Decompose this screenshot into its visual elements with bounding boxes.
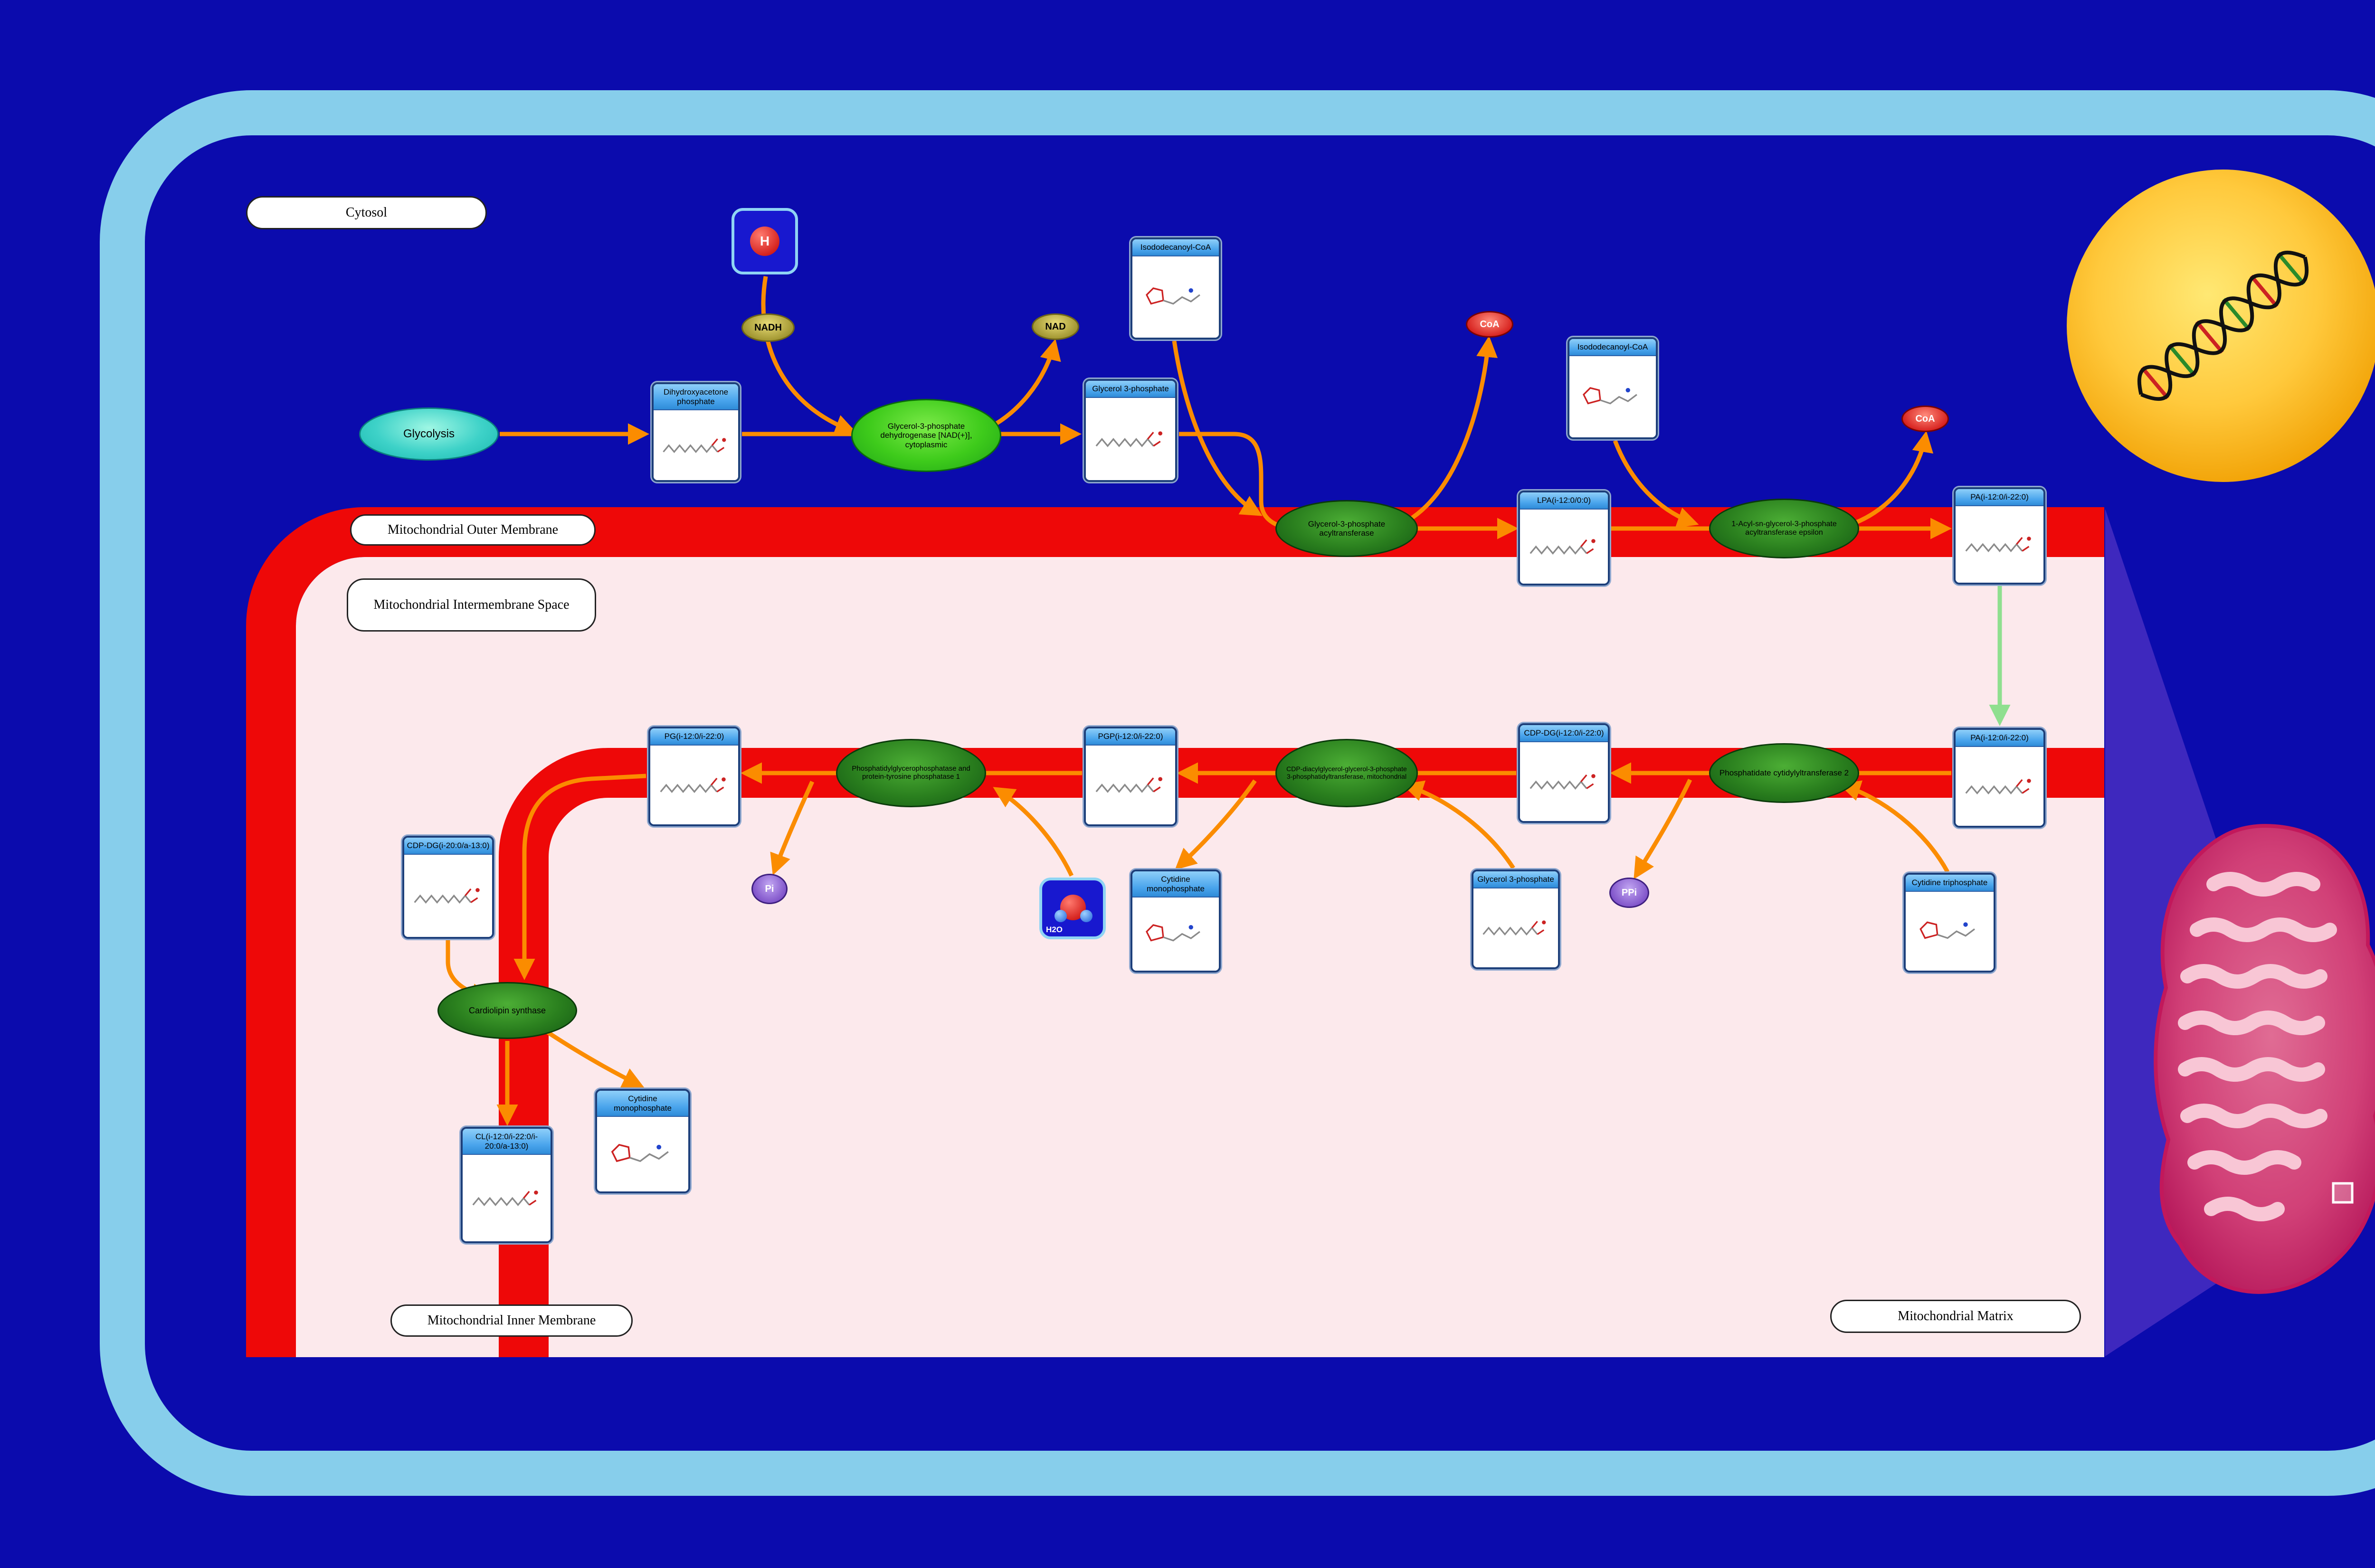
enzyme-label: Phosphatidate cytidylyltransferase 2 bbox=[1719, 768, 1849, 778]
chemical-structure bbox=[404, 854, 492, 937]
metabolite-label: Dihydroxyacetone phosphate bbox=[654, 384, 738, 411]
h2o-label: H2O bbox=[1046, 925, 1063, 934]
metabolite-cardiolipin[interactable]: CL(i-12:0/i-22:0/i-20:0/a-13:0) bbox=[461, 1127, 552, 1243]
cofactor-coa-2[interactable]: CoA bbox=[1901, 406, 1949, 432]
metabolite-label: CL(i-12:0/i-22:0/i-20:0/a-13:0) bbox=[463, 1129, 551, 1155]
compartment-label-cytosol: Cytosol bbox=[246, 196, 487, 229]
enzyme-label: Glycerol-3-phosphate acyltransferase bbox=[1308, 519, 1386, 538]
chemical-structure bbox=[650, 745, 738, 824]
metabolite-label: Cytidine monophosphate bbox=[597, 1091, 688, 1117]
pathway-node-glycolysis[interactable]: Glycolysis bbox=[359, 407, 499, 461]
chemical-structure bbox=[1956, 746, 2043, 826]
pi-label: Pi bbox=[765, 883, 774, 894]
compartment-label-outer-membrane: Mitochondrial Outer Membrane bbox=[350, 514, 596, 546]
metabolite-label: PGP(i-12:0/i-22:0) bbox=[1086, 728, 1175, 746]
hydrogen-atom-icon: H bbox=[750, 227, 779, 256]
metabolite-ctp[interactable]: Cytidine triphosphate bbox=[1904, 873, 1995, 973]
metabolite-label: PA(i-12:0/i-22:0) bbox=[1956, 730, 2043, 747]
compartment-label-matrix: Mitochondrial Matrix bbox=[1830, 1300, 2081, 1333]
chemical-structure bbox=[1473, 888, 1558, 967]
inner-membrane-band bbox=[499, 748, 2104, 1357]
enzyme-label: 1-Acyl-sn-glycerol-3-phosphate acyltrans… bbox=[1731, 520, 1837, 537]
cofactor-coa-1[interactable]: CoA bbox=[1466, 311, 1513, 338]
proton-node[interactable]: H bbox=[732, 208, 798, 274]
metabolite-label: Isododecanoyl-CoA bbox=[1132, 239, 1219, 256]
inner-membrane-label-text: Mitochondrial Inner Membrane bbox=[427, 1313, 596, 1328]
glycolysis-label: Glycolysis bbox=[403, 427, 455, 440]
water-node[interactable]: H2O bbox=[1039, 878, 1106, 939]
h-label: H bbox=[760, 234, 770, 248]
chemical-structure bbox=[1569, 356, 1656, 437]
cofactor-nadh[interactable]: NADH bbox=[741, 313, 795, 342]
nad-label: NAD bbox=[1045, 321, 1066, 332]
enzyme-label: Glycerol-3-phosphate dehydrogenase [NAD(… bbox=[880, 422, 972, 449]
metabolite-label: Cytidine triphosphate bbox=[1906, 875, 1994, 892]
metabolite-glycerol-3-phosphate[interactable]: Glycerol 3-phosphate bbox=[1084, 379, 1177, 482]
metabolite-cmp-1[interactable]: Cytidine monophosphate bbox=[1130, 869, 1221, 973]
chemical-structure bbox=[1086, 745, 1175, 824]
metabolite-dhap[interactable]: Dihydroxyacetone phosphate bbox=[652, 382, 740, 482]
compartment-label-intermembrane-space: Mitochondrial Intermembrane Space bbox=[347, 578, 596, 632]
chemical-structure bbox=[1956, 506, 2043, 583]
metabolite-label: Cytidine monophosphate bbox=[1132, 871, 1219, 898]
enzyme-gpd-cytoplasmic[interactable]: Glycerol-3-phosphate dehydrogenase [NAD(… bbox=[851, 399, 1001, 472]
chemical-structure bbox=[463, 1155, 551, 1241]
enzyme-label: Phosphatidylglycerophosphatase and prote… bbox=[852, 765, 970, 781]
ppi-label: PPi bbox=[1621, 887, 1637, 898]
metabolite-label: Glycerol 3-phosphate bbox=[1086, 381, 1175, 398]
cytosol-label-text: Cytosol bbox=[345, 205, 388, 220]
chemical-structure bbox=[1520, 742, 1608, 821]
chemical-structure bbox=[1132, 256, 1219, 338]
cofactor-ppi[interactable]: PPi bbox=[1609, 878, 1649, 908]
cell-membrane bbox=[100, 90, 2375, 1496]
chemical-structure bbox=[1086, 397, 1175, 480]
metabolite-pa-inner[interactable]: PA(i-12:0/i-22:0) bbox=[1954, 728, 2045, 828]
metabolite-label: CDP-DG(i-20:0/a-13:0) bbox=[404, 838, 492, 855]
cofactor-pi[interactable]: Pi bbox=[751, 874, 788, 904]
chemical-structure bbox=[1520, 509, 1608, 584]
nadh-label: NADH bbox=[754, 322, 782, 333]
enzyme-cardiolipin-synthase[interactable]: Cardiolipin synthase bbox=[437, 982, 577, 1039]
enzyme-ptpmt1[interactable]: Phosphatidylglycerophosphatase and prote… bbox=[836, 739, 986, 807]
metabolite-cmp-2[interactable]: Cytidine monophosphate bbox=[595, 1089, 690, 1193]
matrix-label-text: Mitochondrial Matrix bbox=[1898, 1309, 2014, 1324]
metabolite-pgp[interactable]: PGP(i-12:0/i-22:0) bbox=[1084, 727, 1177, 826]
cofactor-nad[interactable]: NAD bbox=[1032, 313, 1079, 340]
enzyme-label: Cardiolipin synthase bbox=[468, 1005, 546, 1015]
water-molecule-icon bbox=[1054, 894, 1092, 923]
metabolite-pa-outer[interactable]: PA(i-12:0/i-22:0) bbox=[1954, 487, 2045, 585]
metabolite-cdp-dg-1[interactable]: CDP-DG(i-12:0/i-22:0) bbox=[1518, 723, 1610, 823]
enzyme-label: CDP-diacylglycerol-glycerol-3-phosphate … bbox=[1286, 765, 1407, 780]
metabolite-isododecanoyl-coa-1[interactable]: Isododecanoyl-CoA bbox=[1130, 237, 1221, 340]
chemical-structure bbox=[597, 1117, 688, 1191]
metabolite-label: Glycerol 3-phosphate bbox=[1473, 871, 1558, 888]
metabolite-label: CDP-DG(i-12:0/i-22:0) bbox=[1520, 725, 1608, 742]
metabolite-label: LPA(i-12:0/0:0) bbox=[1520, 492, 1608, 510]
coa-label: CoA bbox=[1480, 319, 1500, 330]
coa-label: CoA bbox=[1915, 413, 1935, 424]
enzyme-agpat-epsilon[interactable]: 1-Acyl-sn-glycerol-3-phosphate acyltrans… bbox=[1709, 499, 1859, 558]
metabolite-lpa[interactable]: LPA(i-12:0/0:0) bbox=[1518, 491, 1610, 586]
enzyme-pcyt2[interactable]: Phosphatidate cytidylyltransferase 2 bbox=[1709, 743, 1859, 803]
ims-label-text: Mitochondrial Intermembrane Space bbox=[373, 597, 570, 613]
chemical-structure bbox=[1132, 897, 1219, 971]
metabolite-glycerol-3-phosphate-2[interactable]: Glycerol 3-phosphate bbox=[1472, 869, 1560, 969]
chemical-structure bbox=[1906, 891, 1994, 971]
outer-membrane-label-text: Mitochondrial Outer Membrane bbox=[387, 522, 559, 538]
metabolite-pg[interactable]: PG(i-12:0/i-22:0) bbox=[648, 727, 740, 826]
metabolite-label: PA(i-12:0/i-22:0) bbox=[1956, 489, 2043, 506]
metabolite-cdp-dg-2[interactable]: CDP-DG(i-20:0/a-13:0) bbox=[402, 836, 494, 939]
enzyme-gpat[interactable]: Glycerol-3-phosphate acyltransferase bbox=[1275, 500, 1418, 557]
metabolite-label: PG(i-12:0/i-22:0) bbox=[650, 728, 738, 746]
compartment-label-inner-membrane: Mitochondrial Inner Membrane bbox=[390, 1304, 633, 1337]
metabolite-isododecanoyl-coa-2[interactable]: Isododecanoyl-CoA bbox=[1568, 337, 1658, 439]
metabolite-label: Isododecanoyl-CoA bbox=[1569, 339, 1656, 356]
enzyme-cdp-dag-transferase[interactable]: CDP-diacylglycerol-glycerol-3-phosphate … bbox=[1275, 739, 1418, 807]
chemical-structure bbox=[654, 410, 738, 480]
